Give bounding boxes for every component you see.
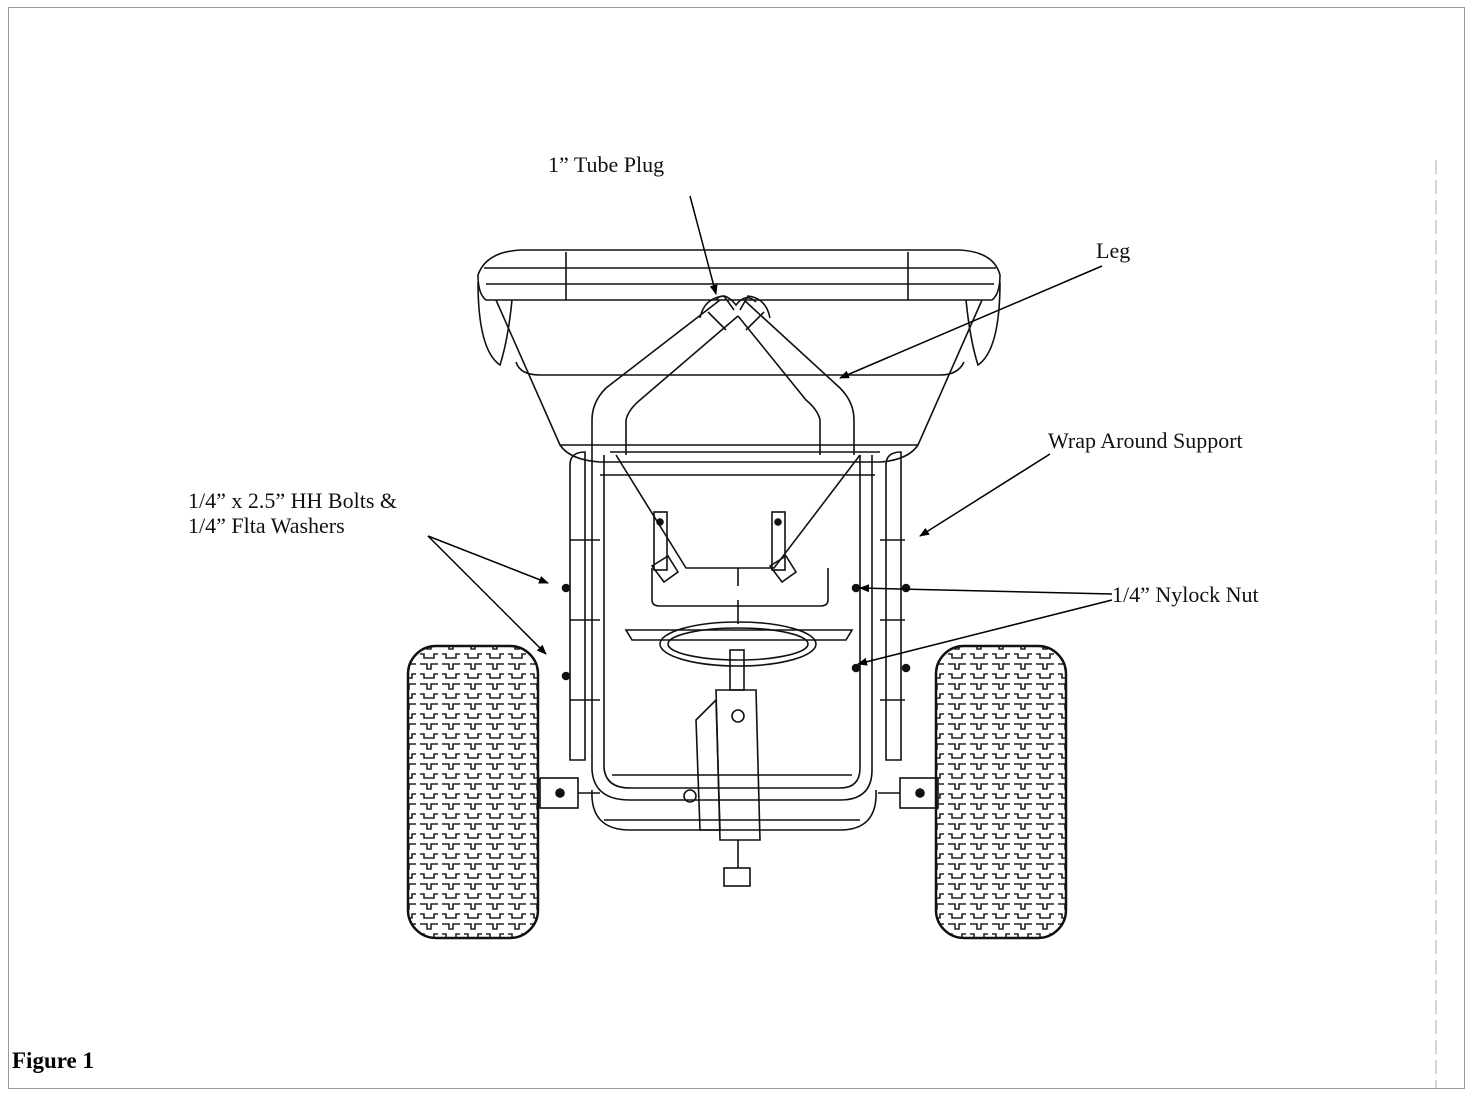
wheel-left	[406, 644, 540, 940]
callout-leg: Leg	[1096, 238, 1131, 263]
callout-bolts-line1: 1/4” x 2.5” HH Bolts &	[188, 488, 397, 513]
handle-frame	[539, 295, 939, 887]
figure-frame	[8, 7, 1465, 1089]
callout-wrap-support: Wrap Around Support	[1048, 428, 1243, 453]
callout-bolts-line2: 1/4” Flta Washers	[188, 513, 345, 538]
figure-caption: Figure 1	[12, 1048, 94, 1073]
wheel-right	[934, 644, 1068, 940]
callout-arrows	[427, 195, 1113, 666]
hopper	[477, 249, 1001, 607]
callout-nylock-nut: 1/4” Nylock Nut	[1112, 582, 1259, 607]
callout-tube-plug: 1” Tube Plug	[548, 152, 665, 177]
